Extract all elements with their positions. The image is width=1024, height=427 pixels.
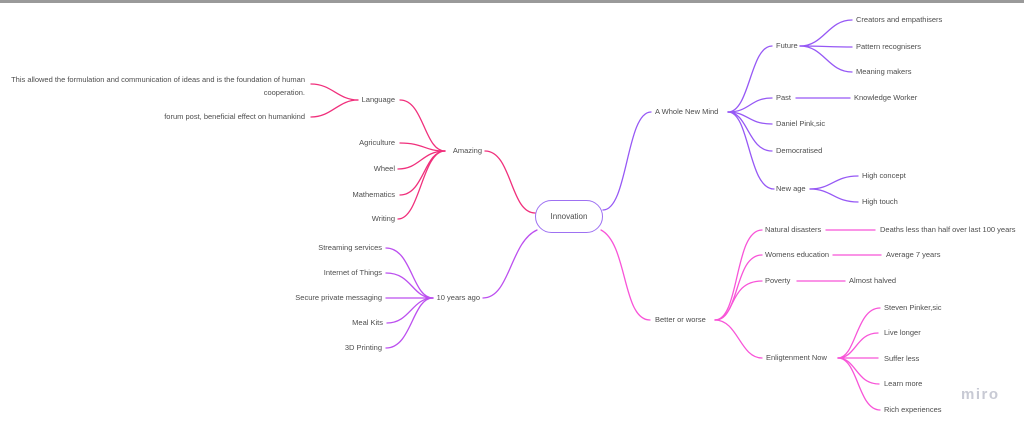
node-poverty[interactable]: Poverty bbox=[765, 276, 791, 285]
node-live-longer[interactable]: Live longer bbox=[884, 328, 921, 337]
node-internet-of-things[interactable]: Internet of Things bbox=[323, 268, 382, 277]
edge-amazing-agriculture bbox=[399, 142, 446, 152]
node-steven-pinker[interactable]: Steven Pinker,sic bbox=[884, 303, 942, 312]
edge-innovation-whole-new-mind bbox=[602, 111, 652, 211]
edge-amazing-language bbox=[399, 99, 446, 152]
edge-en-learn-more bbox=[837, 357, 880, 385]
edge-future-meaning bbox=[799, 45, 853, 73]
node-innovation-root[interactable]: Innovation bbox=[535, 200, 603, 233]
node-average-7-years[interactable]: Average 7 years bbox=[886, 250, 941, 259]
node-agriculture[interactable]: Agriculture bbox=[359, 138, 395, 147]
edge-en-live-longer bbox=[837, 332, 879, 359]
node-democratised[interactable]: Democratised bbox=[776, 146, 823, 155]
edge-wnm-new-age bbox=[727, 111, 775, 190]
edge-language-forum-post bbox=[310, 99, 359, 118]
node-wheel[interactable]: Wheel bbox=[373, 164, 395, 173]
edge-tya-streaming-services bbox=[385, 247, 434, 299]
node-rich-experiences[interactable]: Rich experiences bbox=[884, 405, 942, 414]
node-secure-private-messaging[interactable]: Secure private messaging bbox=[295, 293, 382, 302]
node-amazing[interactable]: Amazing bbox=[452, 146, 482, 155]
edge-tya-3d-printing bbox=[385, 297, 434, 349]
node-new-age[interactable]: New age bbox=[776, 184, 806, 193]
edge-amazing-mathematics bbox=[399, 150, 446, 196]
edge-innovation-ten-years-ago bbox=[482, 229, 538, 299]
node-suffer-less[interactable]: Suffer less bbox=[884, 354, 920, 363]
node-past[interactable]: Past bbox=[776, 93, 792, 102]
node-a-whole-new-mind[interactable]: A Whole New Mind bbox=[655, 107, 719, 116]
edge-amazing-writing bbox=[397, 150, 446, 220]
edge-en-rich-experiences bbox=[837, 357, 881, 411]
node-daniel-pink[interactable]: Daniel Pink,sic bbox=[776, 119, 826, 128]
node-better-or-worse[interactable]: Better or worse bbox=[655, 315, 706, 324]
edge-bow-poverty bbox=[714, 280, 763, 321]
edge-wnm-future bbox=[727, 45, 773, 113]
node-high-touch[interactable]: High touch bbox=[862, 197, 898, 206]
edge-innovation-better-or-worse bbox=[600, 229, 651, 321]
node-cooperation-note[interactable]: This allowed the formulation and communi… bbox=[11, 75, 305, 97]
node-meal-kits[interactable]: Meal Kits bbox=[352, 318, 383, 327]
node-learn-more[interactable]: Learn more bbox=[884, 379, 923, 388]
edge-tya-meal-kits bbox=[386, 297, 434, 324]
node-mathematics[interactable]: Mathematics bbox=[352, 190, 395, 199]
node-forum-post[interactable]: forum post, beneficial effect on humanki… bbox=[164, 112, 305, 121]
node-3d-printing[interactable]: 3D Printing bbox=[344, 343, 382, 352]
node-enligtenment-now[interactable]: Enligtenment Now bbox=[766, 353, 827, 362]
edge-future-creators bbox=[799, 19, 853, 47]
edge-newage-high-concept bbox=[809, 175, 859, 190]
node-meaning-makers[interactable]: Meaning makers bbox=[856, 67, 912, 76]
node-writing[interactable]: Writing bbox=[371, 214, 395, 223]
node-streaming-services[interactable]: Streaming services bbox=[318, 243, 382, 252]
node-language[interactable]: Language bbox=[361, 95, 395, 104]
node-pattern-recognisers[interactable]: Pattern recognisers bbox=[856, 42, 922, 51]
edge-bow-enligtenment-now bbox=[714, 319, 763, 359]
node-almost-halved[interactable]: Almost halved bbox=[849, 276, 897, 285]
edge-bow-womens-education bbox=[714, 254, 763, 321]
edge-newage-high-touch bbox=[809, 188, 859, 203]
node-deaths-less-than-half[interactable]: Deaths less than half over last 100 year… bbox=[880, 225, 1016, 234]
node-knowledge-worker[interactable]: Knowledge Worker bbox=[854, 93, 918, 102]
node-creators-and-empathisers[interactable]: Creators and empathisers bbox=[856, 15, 943, 24]
edge-wnm-past bbox=[727, 97, 773, 113]
edge-innovation-amazing bbox=[484, 150, 536, 214]
window-top-edge bbox=[0, 0, 1024, 3]
edge-bow-natural-disasters bbox=[714, 229, 763, 321]
node-future[interactable]: Future bbox=[776, 41, 798, 50]
node-ten-years-ago[interactable]: 10 years ago bbox=[436, 293, 480, 302]
node-womens-education[interactable]: Womens education bbox=[765, 250, 830, 259]
node-natural-disasters[interactable]: Natural disasters bbox=[765, 225, 822, 234]
edge-en-steven-pinker bbox=[837, 307, 881, 359]
edge-wnm-democratised bbox=[727, 111, 773, 152]
node-high-concept[interactable]: High concept bbox=[862, 171, 906, 180]
miro-logo: miro bbox=[961, 386, 1000, 403]
edge-tya-internet-of-things bbox=[385, 272, 434, 299]
edge-language-cooperation-note bbox=[310, 83, 359, 101]
